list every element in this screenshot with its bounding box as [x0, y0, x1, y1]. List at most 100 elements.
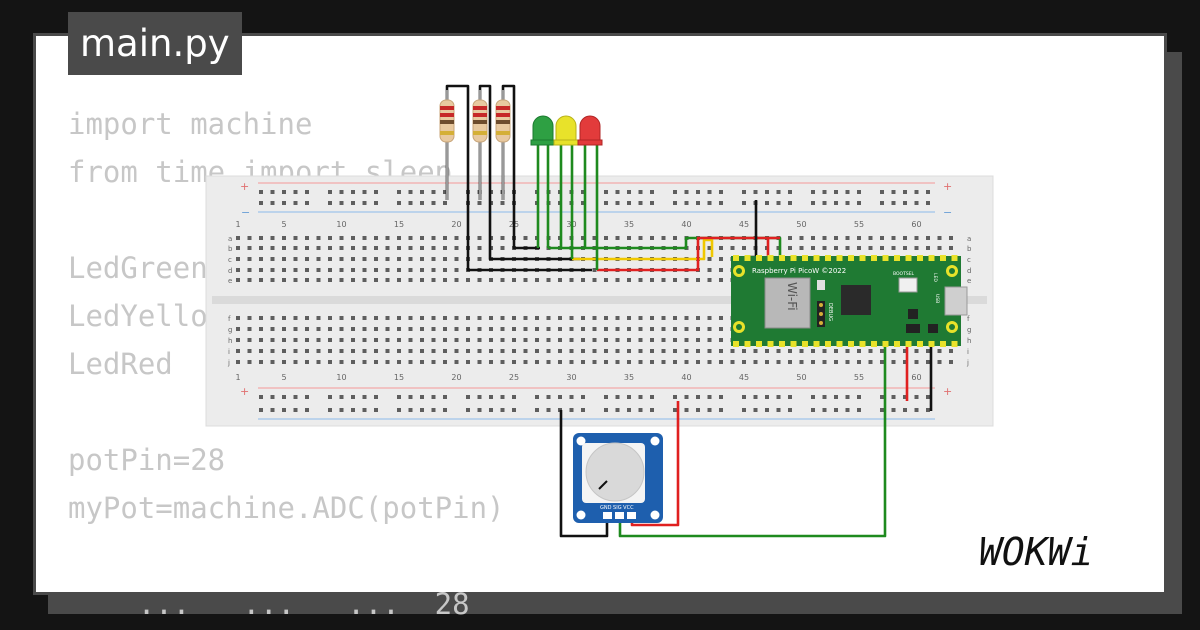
breadboard-hole[interactable] [293, 349, 298, 353]
breadboard-hole[interactable] [259, 246, 263, 250]
breadboard-hole[interactable] [328, 360, 332, 364]
breadboard-hole[interactable] [293, 316, 298, 320]
breadboard-hole[interactable] [615, 201, 620, 205]
breadboard-hole[interactable] [650, 190, 654, 194]
breadboard-hole[interactable] [604, 316, 608, 320]
breadboard-hole[interactable] [684, 349, 689, 353]
breadboard-hole[interactable] [592, 338, 597, 342]
breadboard-hole[interactable] [374, 408, 378, 412]
breadboard-hole[interactable] [270, 316, 275, 320]
breadboard-hole[interactable] [937, 360, 942, 364]
breadboard-hole[interactable] [374, 316, 378, 320]
breadboard-hole[interactable] [661, 316, 666, 320]
breadboard-hole[interactable] [351, 246, 355, 250]
breadboard-hole[interactable] [443, 360, 447, 364]
breadboard-hole[interactable] [788, 349, 792, 353]
breadboard-hole[interactable] [903, 408, 907, 412]
breadboard-hole[interactable] [914, 236, 919, 240]
breadboard-hole[interactable] [362, 327, 367, 331]
breadboard-hole[interactable] [374, 360, 378, 364]
breadboard-hole[interactable] [707, 316, 712, 320]
breadboard-hole[interactable] [822, 236, 827, 240]
breadboard-hole[interactable] [489, 316, 493, 320]
breadboard-hole[interactable] [316, 268, 321, 272]
breadboard-hole[interactable] [903, 201, 907, 205]
wokwi-logo[interactable]: WOKWi [975, 525, 1150, 581]
breadboard-hole[interactable] [684, 278, 689, 282]
breadboard-hole[interactable] [765, 360, 769, 364]
breadboard-hole[interactable] [477, 278, 482, 282]
pico-pins[interactable] [733, 255, 958, 347]
breadboard-hole[interactable] [650, 236, 654, 240]
breadboard-hole[interactable] [236, 236, 240, 240]
pico-pin[interactable] [767, 341, 774, 347]
breadboard-hole[interactable] [408, 338, 413, 342]
resistor[interactable] [495, 90, 511, 200]
breadboard-hole[interactable] [500, 408, 505, 412]
breadboard-hole[interactable] [397, 190, 401, 194]
breadboard-hole[interactable] [615, 395, 620, 399]
breadboard-hole[interactable] [328, 327, 332, 331]
breadboard-hole[interactable] [339, 327, 344, 331]
breadboard-hole[interactable] [236, 327, 240, 331]
breadboard-hole[interactable] [926, 236, 930, 240]
breadboard-hole[interactable] [431, 190, 436, 194]
breadboard-hole[interactable] [339, 349, 344, 353]
breadboard-hole[interactable] [696, 316, 700, 320]
breadboard-hole[interactable] [512, 360, 516, 364]
breadboard-hole[interactable] [282, 349, 286, 353]
breadboard-hole[interactable] [282, 278, 286, 282]
breadboard-hole[interactable] [397, 349, 401, 353]
breadboard-hole[interactable] [385, 349, 390, 353]
pico-pin[interactable] [790, 255, 797, 261]
breadboard-hole[interactable] [707, 190, 712, 194]
breadboard-hole[interactable] [857, 236, 861, 240]
breadboard-hole[interactable] [431, 246, 436, 250]
breadboard-hole[interactable] [857, 246, 861, 250]
breadboard-hole[interactable] [673, 338, 677, 342]
breadboard-hole[interactable] [880, 349, 884, 353]
breadboard-hole[interactable] [351, 349, 355, 353]
breadboard-hole[interactable] [247, 316, 252, 320]
breadboard-hole[interactable] [408, 201, 413, 205]
led-green[interactable] [530, 115, 556, 248]
breadboard-hole[interactable] [477, 338, 482, 342]
breadboard-hole[interactable] [845, 395, 850, 399]
breadboard-hole[interactable] [684, 408, 689, 412]
pico-pin[interactable] [802, 341, 808, 347]
breadboard-hole[interactable] [282, 201, 286, 205]
breadboard-hole[interactable] [719, 395, 723, 399]
breadboard-hole[interactable] [362, 316, 367, 320]
breadboard-hole[interactable] [845, 236, 850, 240]
breadboard-hole[interactable] [581, 278, 585, 282]
breadboard-hole[interactable] [569, 408, 574, 412]
breadboard-hole[interactable] [385, 268, 390, 272]
breadboard-hole[interactable] [489, 395, 493, 399]
breadboard-hole[interactable] [707, 338, 712, 342]
breadboard-hole[interactable] [615, 190, 620, 194]
breadboard-hole[interactable] [822, 360, 827, 364]
breadboard-hole[interactable] [569, 316, 574, 320]
breadboard-hole[interactable] [581, 327, 585, 331]
breadboard-hole[interactable] [650, 327, 654, 331]
breadboard-hole[interactable] [592, 236, 597, 240]
breadboard-hole[interactable] [282, 327, 286, 331]
breadboard-hole[interactable] [707, 349, 712, 353]
breadboard-hole[interactable] [397, 395, 401, 399]
breadboard-hole[interactable] [592, 316, 597, 320]
breadboard-hole[interactable] [236, 257, 240, 261]
breadboard-hole[interactable] [408, 395, 413, 399]
breadboard-hole[interactable] [719, 246, 723, 250]
breadboard-hole[interactable] [753, 190, 758, 194]
breadboard-hole[interactable] [362, 408, 367, 412]
breadboard-hole[interactable] [880, 246, 884, 250]
breadboard-hole[interactable] [454, 257, 459, 261]
breadboard-hole[interactable] [914, 246, 919, 250]
breadboard-hole[interactable] [305, 268, 309, 272]
breadboard-hole[interactable] [903, 236, 907, 240]
breadboard-hole[interactable] [270, 201, 275, 205]
breadboard-hole[interactable] [362, 246, 367, 250]
breadboard-hole[interactable] [650, 201, 654, 205]
breadboard-hole[interactable] [845, 408, 850, 412]
breadboard-hole[interactable] [500, 278, 505, 282]
